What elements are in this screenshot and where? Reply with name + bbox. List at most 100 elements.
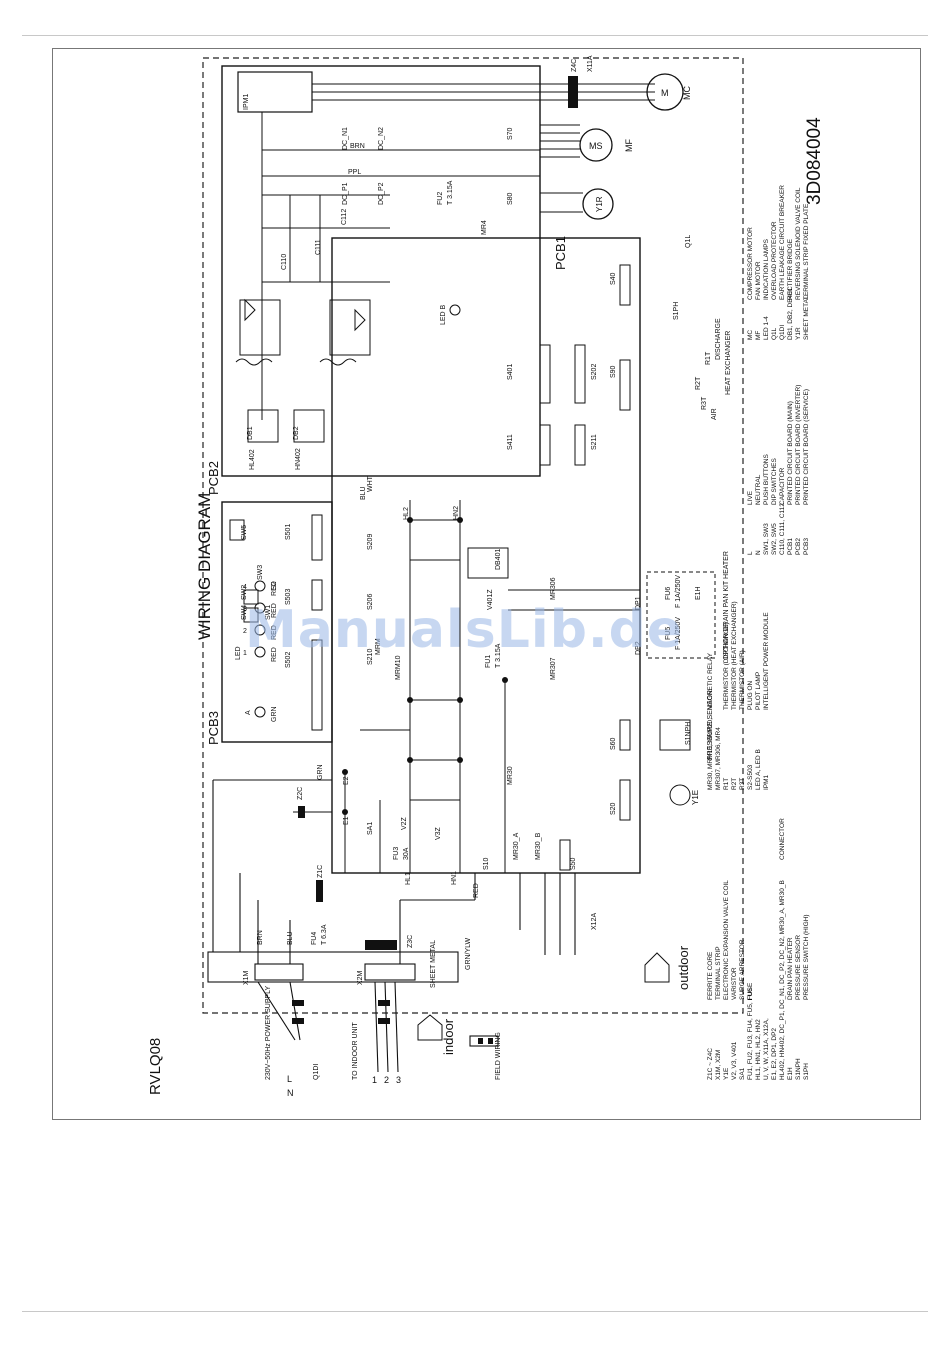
pcb2-label: PCB2 — [206, 461, 221, 495]
legend-mid-0-desc: MAGNETIC RELAY — [707, 652, 714, 710]
terminal-strips — [207, 779, 576, 983]
hl1-label: HL1 — [405, 872, 412, 885]
top-rule — [22, 35, 928, 36]
legend-left-3-code: V2, V3, V401 — [731, 1041, 738, 1080]
legend-right-7-desc: PRINTED CIRCUIT BOARD (SERVICE) — [803, 389, 810, 505]
power-supply-label: 230V~50Hz POWER SUPPLY — [265, 985, 272, 1080]
hl402-label: HL402 — [249, 449, 256, 470]
s80-label: S80 — [507, 192, 514, 205]
junction-dots — [342, 517, 508, 815]
s209-label: S209 — [367, 534, 374, 550]
field-wiring — [257, 981, 499, 1073]
watermark: ManualsLib.de — [245, 600, 684, 660]
legend-mid-4-code: R3T — [739, 778, 746, 790]
ipm1-label: IPM1 — [243, 94, 250, 110]
legend-left-1-desc: TERMINAL STRIP — [715, 946, 722, 1000]
mr30-label: MR30 — [507, 766, 514, 785]
legend-right-5-desc: PRINTED CIRCUIT BOARD (MAIN) — [787, 401, 794, 505]
fu2-label: FU2 — [437, 192, 444, 205]
legend-right-5-code: PCB1 — [787, 538, 794, 555]
mf-label: MF — [624, 139, 634, 152]
fan-motor-lines — [540, 124, 580, 158]
pressure-sensor-box — [659, 719, 691, 751]
legend-far-0-code: MC — [747, 330, 754, 340]
blu-wire-label: BLU — [360, 486, 367, 500]
s503-label: S503 — [285, 589, 292, 605]
fu5-label: FU5 — [665, 627, 672, 640]
db401-label: DB401 — [495, 548, 502, 570]
pcb1-box — [331, 237, 641, 874]
legend-right-4-desc: CAPACITOR — [779, 467, 786, 505]
sa1-label: SA1 — [367, 822, 374, 835]
pcb3-label: PCB3 — [206, 711, 221, 745]
legend-mid-6-code: LED A, LED B — [755, 749, 762, 790]
ms-label: MS — [589, 141, 603, 151]
legend-left-0-code: Z1C ~ Z4C — [707, 1048, 714, 1080]
fu6-label: FU6 — [665, 587, 672, 600]
led-3-color: RED — [271, 603, 278, 618]
legend-mid-7-code: IPM1 — [763, 774, 770, 790]
legend-left-2-desc: ELECTRONIC EXPANSION VALVE COIL — [723, 880, 730, 1000]
model-label: RVLQ08 — [147, 1038, 164, 1095]
hn2-label: HN2 — [453, 506, 460, 520]
legend-mid-7-desc: INTELLIGENT POWER MODULE — [763, 612, 770, 710]
legend-left-9-code: HL402, HN402, DC_P1, DC_N1, DC_P2, DC_N2… — [779, 880, 786, 1080]
legend-left-2-code: Y1E — [723, 1067, 730, 1080]
dp1-label: DP1 — [635, 596, 642, 610]
legend-left-10-desc: DRAIN PAN HEATER — [787, 937, 794, 1000]
legend-mid-6-desc: PILOT LAMP — [755, 672, 762, 710]
fu6-rating: F 1A/250V — [675, 575, 682, 608]
legend-right-0-code: L — [747, 551, 754, 555]
legend-right-2-code: SW1, SW3 — [763, 523, 770, 555]
sheet-metal-label: SHEET METAL — [430, 940, 437, 988]
dcp2-label: DC_P2 — [378, 182, 385, 205]
fu1-label: FU1 — [485, 655, 492, 668]
mr30b-label: MR30_B — [535, 832, 542, 860]
dcn2-label: DC_N2 — [378, 127, 385, 150]
legend-mid-3-code: R2T — [731, 778, 738, 790]
s40-label: S40 — [610, 272, 617, 285]
mr4-label: MR4 — [481, 220, 488, 235]
z1c-core — [316, 880, 323, 902]
e1h-label: E1H — [695, 586, 702, 600]
s1ph-label: S1PH — [673, 302, 680, 320]
legend-left-12-code: S1PH — [803, 1063, 810, 1080]
diagram-title: WIRING DIAGRAM — [195, 493, 214, 640]
gnd-label: GRN/YLW — [465, 937, 472, 970]
s50-label: S50 — [570, 857, 577, 870]
mrm10-label: MRM10 — [395, 655, 402, 680]
indoor-unit-label: TO INDOOR UNIT — [352, 1021, 359, 1080]
pcb1-wiring — [344, 500, 640, 873]
z4c-label: Z4C — [571, 59, 578, 72]
s202-label: S202 — [591, 364, 598, 380]
led-2-color: RED — [271, 625, 278, 640]
legend-right-0-desc: LIVE — [747, 490, 754, 505]
c112-label: C112 — [341, 209, 348, 225]
legend-mid-5-code: S2-S503 — [747, 764, 754, 790]
hl2-label: HL2 — [403, 507, 410, 520]
heat-exchanger-label: HEAT EXCHANGER — [725, 331, 732, 395]
v2z-label: V2Z — [401, 816, 408, 830]
r1t-label: R1T — [705, 351, 712, 365]
s502-label: S502 — [285, 652, 292, 668]
legend-far-1-code: MF — [755, 331, 762, 340]
blu-wire-label-2: BLU — [287, 931, 294, 945]
outdoor-house-icon — [644, 952, 670, 983]
air-label: AIR — [711, 408, 718, 420]
mrm-label: MRM — [375, 638, 382, 655]
legend-mid-5-desc: PLUG ON — [747, 680, 754, 710]
fan-motor-circle — [579, 128, 613, 162]
legend-left-6-code: HL1, HN1, HL2, HN2 — [755, 1019, 762, 1080]
legend-left-5-desc: FUSE — [747, 982, 754, 1000]
s210-label: S210 — [367, 649, 374, 665]
dcn1-label: DC_N1 — [342, 127, 349, 150]
c111-label: C111 — [315, 239, 322, 255]
legend-left-3-desc: VARISTOR — [731, 967, 738, 1000]
s206-label: S206 — [367, 594, 374, 610]
legend-right-6-desc: PRINTED CIRCUIT BOARD (INVERTER) — [795, 385, 802, 505]
legend-far-4-code: Q1DI — [779, 325, 786, 340]
v3z-label: V3Z — [435, 826, 442, 840]
outdoor-label: outdoor — [676, 945, 691, 990]
fu3-rating: 30A — [403, 847, 410, 860]
